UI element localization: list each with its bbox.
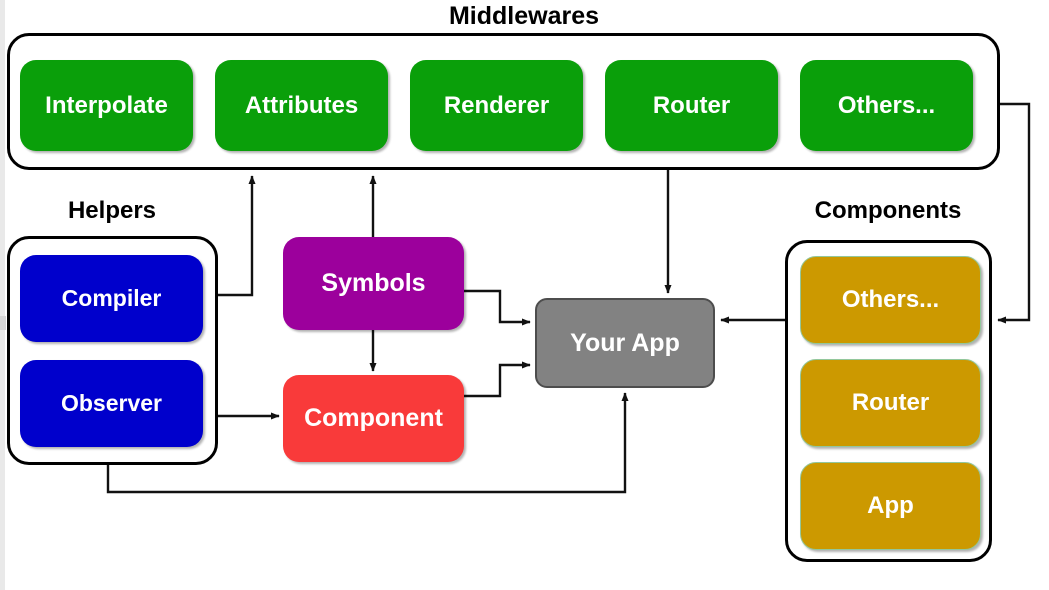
page-edge-notch [0,316,6,330]
middleware-interpolate[interactable]: Interpolate [20,60,193,151]
page-edge-strip-top [0,0,5,590]
component-node[interactable]: Component [283,375,464,462]
middlewares-title: Middlewares [448,2,600,30]
wire-symbols-to-yourapp [464,289,531,326]
symbols-label: Symbols [321,269,426,298]
component-others[interactable]: Others... [800,256,981,344]
middleware-others-label: Others... [837,91,936,119]
middleware-interpolate-label: Interpolate [45,91,168,119]
wire-compiler-to-middlewares [218,175,256,297]
helper-compiler-label: Compiler [61,285,162,312]
helper-observer-label: Observer [60,390,162,417]
component-app[interactable]: App [800,462,981,550]
middleware-attributes[interactable]: Attributes [215,60,388,151]
components-title: Components [814,197,962,224]
your-app-label: Your App [570,328,680,357]
middleware-others[interactable]: Others... [800,60,973,151]
middleware-renderer-label: Renderer [443,91,550,119]
your-app-node[interactable]: Your App [535,298,715,388]
middleware-router-label: Router [652,91,731,119]
middleware-router[interactable]: Router [605,60,778,151]
middleware-renderer[interactable]: Renderer [410,60,583,151]
wire-component-to-yourapp [464,361,531,398]
helper-observer[interactable]: Observer [20,360,203,447]
helpers-title: Helpers [67,197,157,224]
component-others-label: Others... [841,286,940,314]
component-router[interactable]: Router [800,359,981,447]
wire-middlewares-to-components [997,102,1031,324]
helper-compiler[interactable]: Compiler [20,255,203,342]
component-router-label: Router [851,389,930,417]
symbols-node[interactable]: Symbols [283,237,464,330]
component-app-label: App [867,492,914,520]
component-label: Component [304,404,443,433]
middleware-attributes-label: Attributes [244,91,359,119]
